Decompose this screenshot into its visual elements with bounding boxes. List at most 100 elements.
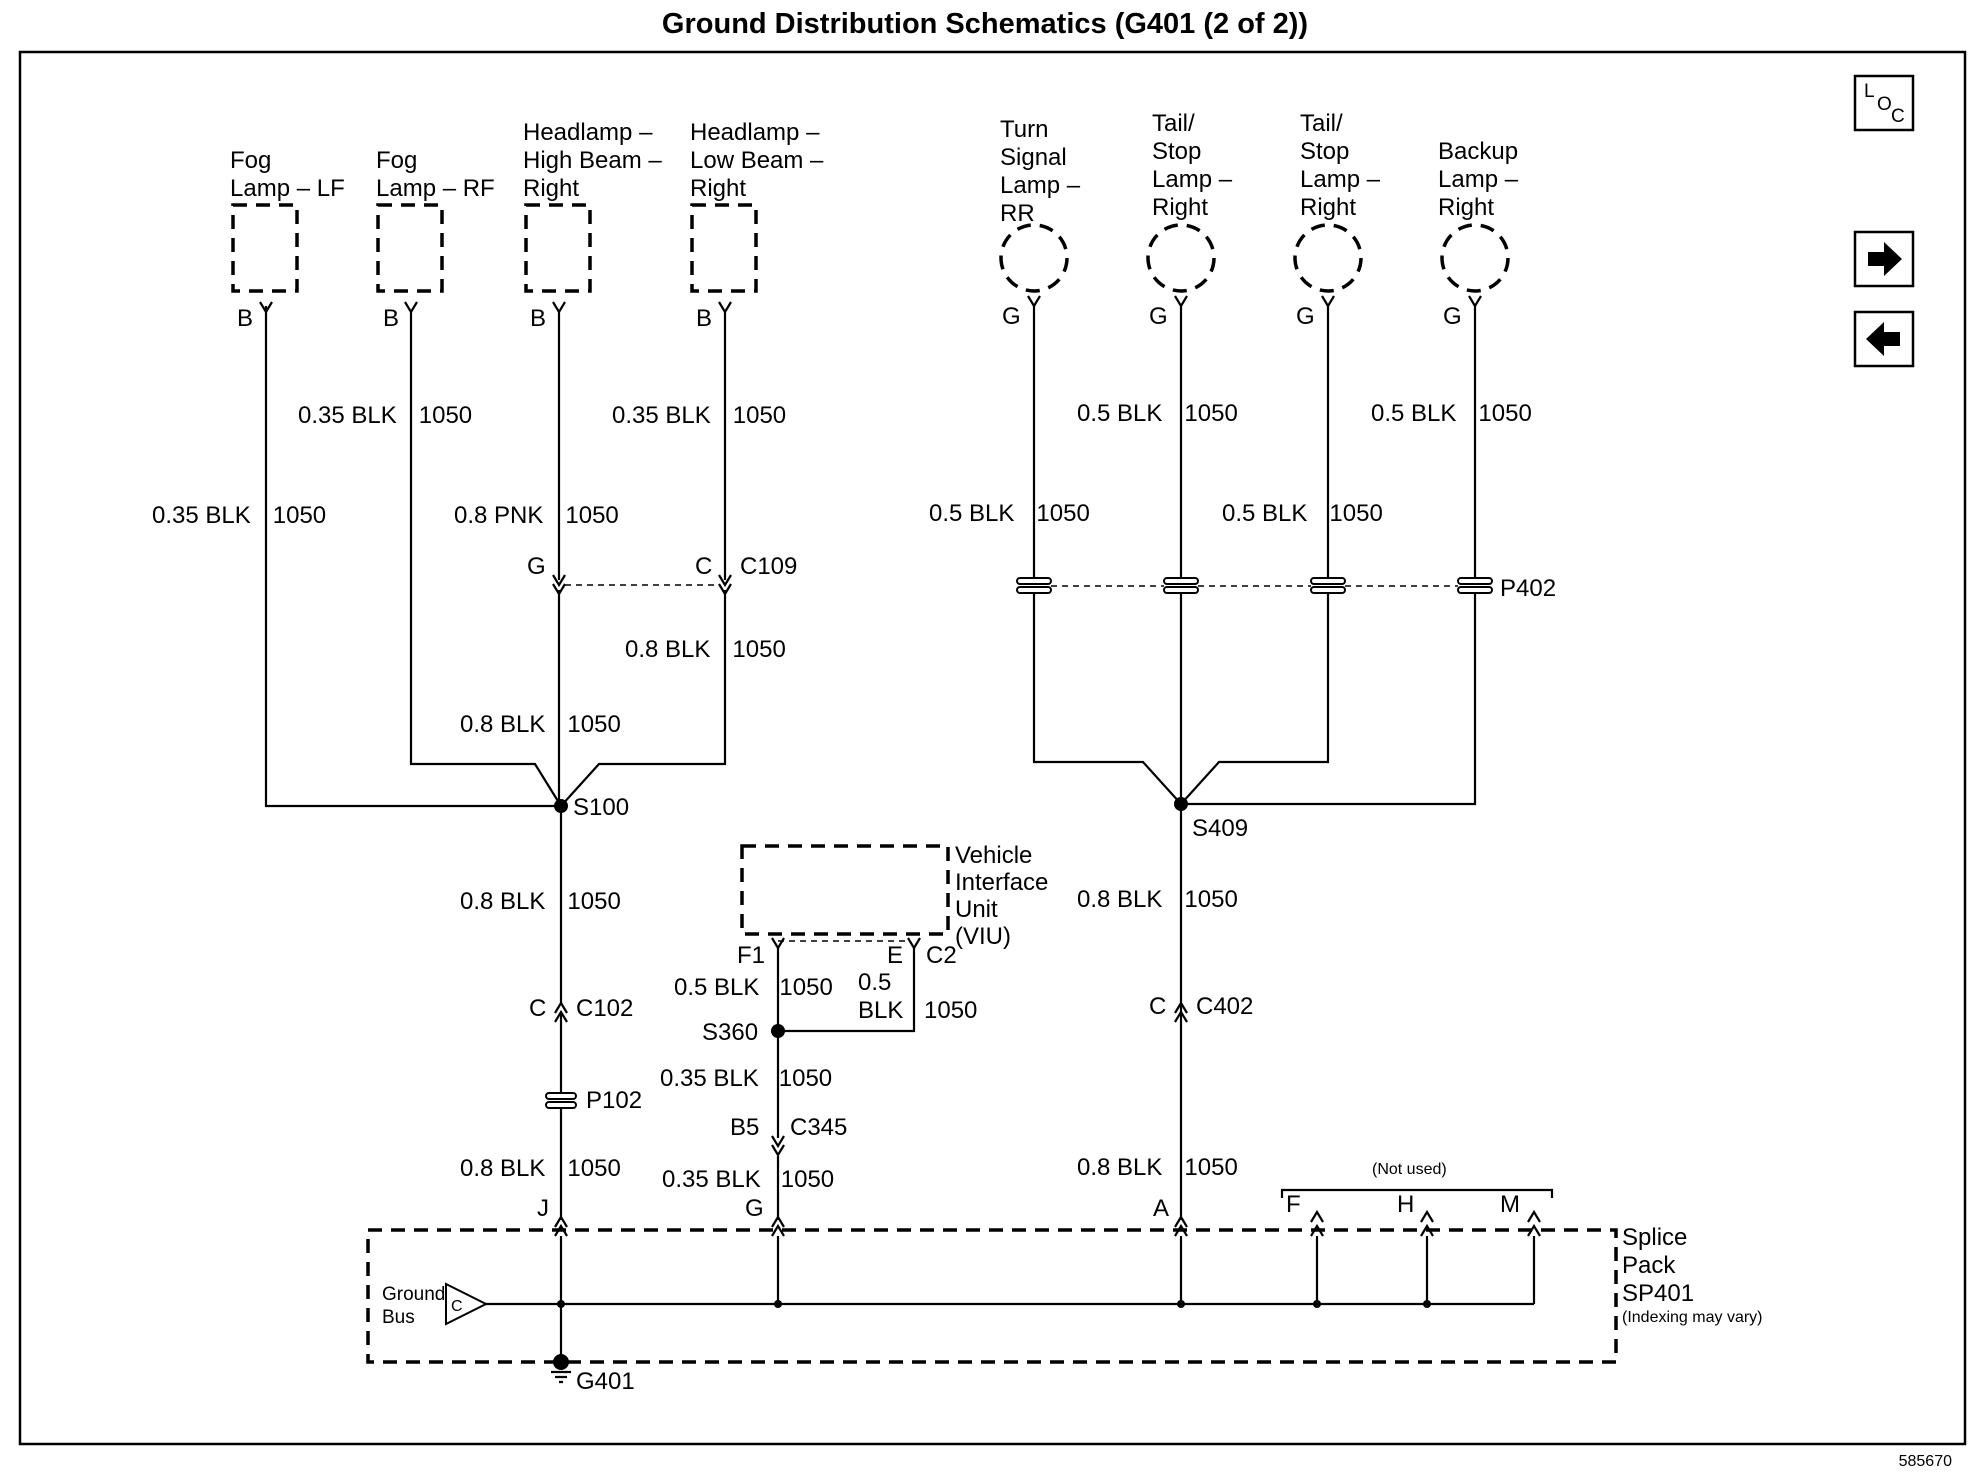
ground-bus-label: Ground Bus (382, 1284, 451, 1328)
fog-lamp-lf-box (231, 203, 299, 293)
not-used-bracket (1280, 1188, 1554, 1198)
splice-pack-sp401 (366, 1228, 1618, 1364)
connector-label-p102: P102 (586, 1087, 642, 1114)
ground-label-g401: G401 (576, 1368, 635, 1395)
next-page-button[interactable] (1853, 230, 1915, 288)
connector-label-c102: C102 (576, 995, 633, 1022)
headlamp-high-beam-box (524, 203, 592, 293)
headlamp-low-beam-label: Headlamp – Low Beam – Right (690, 119, 830, 202)
viu-label: Vehicle Interface Unit (VIU) (955, 842, 1055, 950)
document-number: 585670 (1899, 1453, 1952, 1470)
p102-inline (545, 1092, 577, 1100)
headlamp-low-beam-box (690, 203, 758, 293)
terminal-fork (404, 301, 418, 315)
tail-stop-lamp-right-2-circle (1293, 223, 1363, 293)
splice-label-s360: S360 (702, 1019, 758, 1046)
splice-pack-label: Splice Pack SP401 (1622, 1224, 1694, 1307)
c402-connector (1174, 1000, 1188, 1023)
pin-label: B (696, 305, 712, 332)
terminal-fork (259, 301, 273, 315)
wire-viu-e (778, 948, 916, 1033)
pin-label: E (887, 942, 903, 969)
terminal-fork (1174, 295, 1188, 309)
ground-symbol-icon (551, 1370, 571, 1384)
loc-letter-c: C (1891, 106, 1905, 127)
splice-label-s100: S100 (573, 794, 629, 821)
wire-fog-rf (409, 312, 562, 807)
fog-lamp-rf-box (376, 203, 444, 293)
viu-box (740, 844, 950, 936)
pin-label: C (695, 553, 712, 580)
terminal-fork (771, 937, 785, 951)
pin-label: M (1500, 1191, 1520, 1218)
wire-c109-c-to-s100 (560, 590, 727, 807)
pin-label: B (530, 305, 546, 332)
pin-label: C (1149, 993, 1166, 1020)
c109-connector-g (552, 574, 566, 597)
wire-backup-to-s409 (1181, 593, 1477, 806)
pin-label: G (745, 1195, 764, 1222)
turn-signal-lamp-rr-circle (999, 223, 1069, 293)
ground-g401 (553, 1354, 569, 1370)
terminal-fork (718, 301, 732, 315)
headlamp-high-beam-label: Headlamp – High Beam – Right (523, 119, 668, 202)
location-icon[interactable]: L O C (1853, 74, 1915, 132)
prev-page-button[interactable] (1853, 310, 1915, 368)
connector-label-c109: C109 (740, 553, 797, 580)
wire-label-viu-e: 0.5 BLK 1050 (858, 969, 977, 1024)
fog-lamp-rf-label: Fog Lamp – RF (376, 147, 495, 202)
tail-stop-lamp-right-1-label: Tail/ Stop Lamp – Right (1152, 110, 1239, 221)
ground-bus-pin-label: C (451, 1298, 463, 1315)
terminal-fork (907, 937, 921, 951)
c345-connector (771, 1135, 785, 1158)
pin-label: B (383, 305, 399, 332)
ground-bus-triangle (445, 1282, 489, 1326)
pin-label: H (1397, 1191, 1414, 1218)
pin-label: A (1153, 1195, 1169, 1222)
connector-label-p402: P402 (1500, 575, 1556, 602)
terminal-fork (1321, 295, 1335, 309)
splice-pack-indexing-note: (Indexing may vary) (1622, 1309, 1763, 1326)
loc-letter-l: L (1864, 81, 1875, 102)
pin-label: B (237, 305, 253, 332)
wire-fog-lf (264, 312, 561, 808)
pin-label: G (1149, 303, 1168, 330)
pin-label: C (529, 995, 546, 1022)
diagram-border (18, 50, 1967, 1446)
pin-label: J (537, 1195, 549, 1222)
tail-stop-lamp-right-1-circle (1146, 223, 1216, 293)
backup-lamp-right-circle (1440, 223, 1510, 293)
terminal-fork (552, 301, 566, 315)
splice-label-s409: S409 (1192, 815, 1248, 842)
right-arrow-icon (1868, 242, 1902, 276)
pin-label: G (1296, 303, 1315, 330)
loc-letter-o: O (1877, 94, 1892, 115)
pin-label: F1 (737, 942, 765, 969)
pin-label: G (1443, 303, 1462, 330)
pin-label: G (527, 553, 546, 580)
connector-label-c2: C2 (926, 942, 957, 969)
fog-lamp-lf-label: Fog Lamp – LF (230, 147, 345, 202)
pin-label: G (1002, 303, 1021, 330)
tail-stop-lamp-right-2-label: Tail/ Stop Lamp – Right (1300, 110, 1387, 221)
backup-lamp-right-label: Backup Lamp – Right (1438, 138, 1525, 221)
connector-label-c345: C345 (790, 1114, 847, 1141)
terminal-fork (1468, 295, 1482, 309)
c102-connector (554, 1000, 568, 1023)
terminal-fork (1027, 295, 1041, 309)
page-title: Ground Distribution Schematics (G401 (2 … (662, 8, 1308, 40)
